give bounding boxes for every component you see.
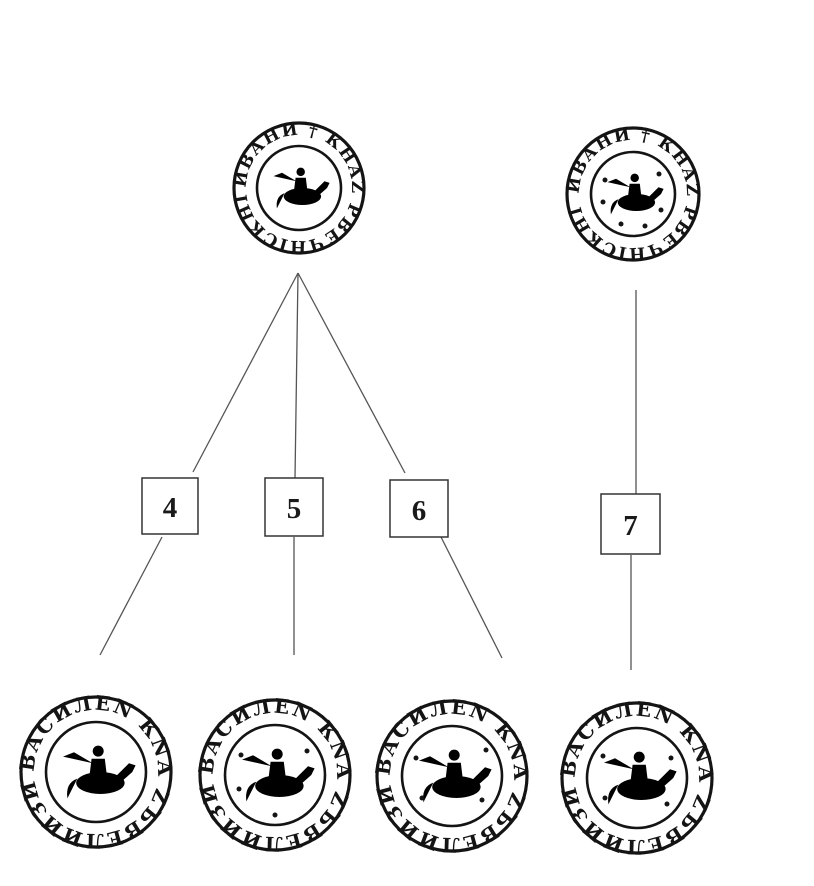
rider-on-horse-icon	[419, 749, 492, 813]
seal-icon: ВАСИЛЕN КNА ZЪВЕЛИИЗИ	[371, 695, 532, 858]
field-dots	[236, 748, 310, 818]
number-box-6: 6	[389, 479, 449, 538]
seal-icon: ВАСИЛЕN КNА ZЪВЕЛИИЗИ	[556, 697, 717, 860]
number-box-7: 7	[600, 493, 661, 555]
rider-on-horse-icon	[242, 748, 315, 812]
number-label-6: 6	[412, 495, 427, 527]
rider-on-horse-icon	[63, 745, 136, 809]
line-6-to-seal-3	[440, 536, 503, 659]
line-top-to-5	[294, 272, 299, 479]
line-top-to-4	[192, 272, 299, 473]
line-4-to-seal-1	[99, 536, 163, 656]
rider-on-horse-icon	[273, 167, 330, 217]
seal-icon: ВАСИЛЕN КNА ZЪВЕЛИИЗИ	[194, 694, 355, 857]
connector-lines	[99, 272, 637, 670]
number-label-7: 7	[623, 510, 638, 542]
number-label-4: 4	[163, 492, 178, 524]
line-top-to-6	[297, 272, 406, 474]
number-box-5: 5	[264, 477, 324, 537]
seal-icon: ИВАНИ † КНАZ РВЕЧНICКНІ	[230, 119, 366, 256]
number-box-4: 4	[141, 477, 199, 535]
number-label-5: 5	[287, 493, 302, 525]
field-dots	[600, 753, 674, 807]
rider-on-horse-icon	[607, 173, 664, 223]
field-dots	[600, 171, 664, 229]
seal-icon: ИВАНИ † КНАZ РВЕЧНICКНІ	[563, 125, 700, 264]
seal-icon: ВАСИЛЕN КNА ZЪВЕЛИИЗИ	[15, 691, 176, 854]
field-dots	[413, 747, 489, 803]
